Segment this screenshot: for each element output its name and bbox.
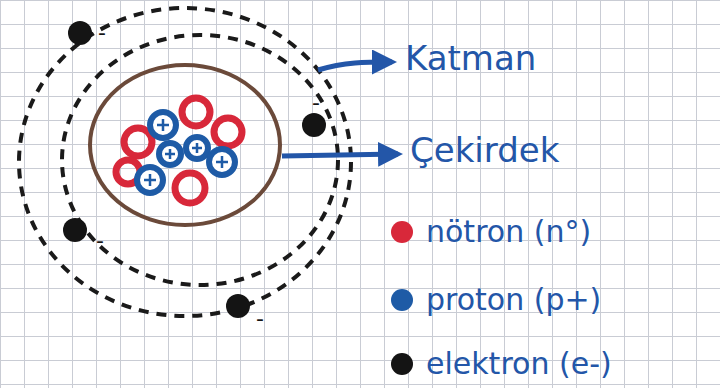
legend-swatch [391, 289, 413, 311]
part-label: Çekirdek [410, 130, 559, 170]
legend-swatch [391, 353, 413, 375]
part-label: Katman [405, 38, 536, 78]
part-label: Katman [405, 38, 536, 78]
inner-orbit [62, 35, 338, 285]
legend-swatch-box [388, 350, 416, 378]
charge-sign: - [96, 228, 104, 253]
legend-text: proton (p+) [426, 282, 601, 317]
legend-swatch-box [388, 218, 416, 246]
leader-arrow [318, 62, 392, 70]
legend-swatch-box [388, 286, 416, 314]
nucleus-boundary [90, 65, 280, 225]
legend-row: proton (p+) [388, 282, 601, 317]
charge-sign: - [312, 90, 320, 115]
neutrons [116, 98, 242, 203]
charge-sign: - [256, 306, 264, 331]
legend-text: elektron (e-) [426, 346, 612, 381]
charge-sign: - [256, 306, 264, 331]
electrons [63, 21, 326, 318]
charge-sign: - [98, 20, 106, 45]
legend-swatch [391, 221, 413, 243]
outer-orbit [19, 8, 351, 316]
charge-sign: - [312, 90, 320, 115]
protons [137, 112, 235, 193]
leader-arrow [282, 154, 398, 156]
part-label: Çekirdek [410, 130, 559, 170]
legend-row: elektron (e-) [388, 346, 612, 381]
legend-text: nötron (n°) [426, 214, 591, 249]
charge-sign: - [98, 20, 106, 45]
charge-sign: - [96, 228, 104, 253]
legend-row: nötron (n°) [388, 214, 591, 249]
